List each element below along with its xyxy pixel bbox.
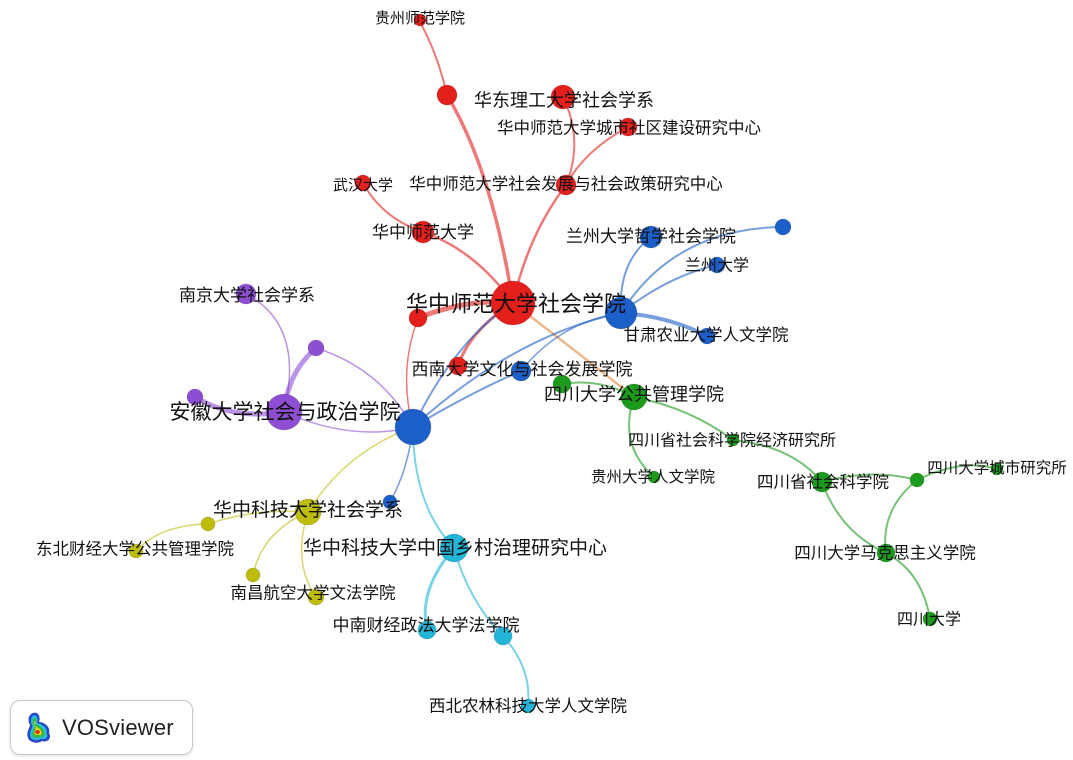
- network-node[interactable]: [382, 494, 398, 510]
- network-nodes: [128, 13, 1004, 714]
- network-node[interactable]: [436, 84, 458, 106]
- network-node[interactable]: [408, 308, 428, 328]
- network-node[interactable]: [413, 13, 427, 27]
- network-node[interactable]: [294, 498, 322, 526]
- network-node[interactable]: [922, 611, 938, 627]
- network-node[interactable]: [417, 620, 437, 640]
- network-link: [135, 523, 209, 552]
- node-label[interactable]: 华中师范大学城市社区建设研究中心: [497, 119, 761, 138]
- network-node[interactable]: [876, 543, 896, 563]
- network-node[interactable]: [394, 408, 432, 446]
- network-node[interactable]: [604, 296, 638, 330]
- network-node[interactable]: [235, 283, 257, 305]
- network-node[interactable]: [811, 471, 833, 493]
- network-node[interactable]: [490, 280, 536, 326]
- network-node[interactable]: [493, 626, 513, 646]
- node-label[interactable]: 四川省社会科学院: [757, 473, 889, 492]
- network-node[interactable]: [620, 383, 648, 411]
- node-label[interactable]: 四川大学: [897, 610, 961, 629]
- network-node[interactable]: [510, 360, 532, 382]
- network-node[interactable]: [550, 84, 576, 110]
- node-label[interactable]: 华东理工大学社会学系: [474, 91, 654, 112]
- network-node[interactable]: [618, 117, 638, 137]
- network-link: [445, 93, 515, 305]
- network-node[interactable]: [909, 472, 925, 488]
- node-label[interactable]: 南京大学社会学系: [179, 286, 315, 306]
- network-link: [916, 464, 998, 481]
- network-node[interactable]: [520, 698, 536, 714]
- node-label[interactable]: 贵州师范学院: [375, 9, 465, 27]
- network-node[interactable]: [552, 374, 572, 394]
- node-label[interactable]: 兰州大学哲学社会学院: [566, 227, 736, 247]
- network-node[interactable]: [186, 388, 204, 406]
- node-label[interactable]: 四川大学公共管理学院: [544, 385, 724, 406]
- node-label[interactable]: 四川大学城市研究所: [927, 459, 1067, 477]
- network-node[interactable]: [448, 356, 468, 376]
- network-labels: 贵州师范学院 华东理工大学社会学系 华中师范大学城市社区建设研究中心 武汉大学 …: [36, 9, 1067, 716]
- network-node[interactable]: [698, 327, 716, 345]
- node-label[interactable]: 华中师范大学社会发展与社会政策研究中心: [409, 175, 723, 194]
- network-node[interactable]: [439, 533, 469, 563]
- network-node[interactable]: [265, 393, 303, 431]
- network-link: [419, 21, 448, 96]
- node-label[interactable]: 东北财经大学公共管理学院: [36, 540, 234, 559]
- network-node[interactable]: [307, 588, 325, 606]
- vosviewer-logo-text: VOSviewer: [62, 714, 174, 740]
- vosviewer-logo-icon: [26, 712, 52, 744]
- network-link: [620, 226, 784, 314]
- network-node[interactable]: [647, 470, 661, 484]
- network-link: [821, 481, 887, 554]
- network-node[interactable]: [708, 256, 726, 274]
- network-link: [412, 426, 455, 549]
- network-node[interactable]: [990, 462, 1004, 476]
- node-label[interactable]: 西北农林科技大学人文学院: [429, 697, 627, 716]
- vosviewer-logo[interactable]: VOSviewer: [10, 700, 193, 755]
- node-label[interactable]: 甘肃农业大学人文学院: [624, 326, 789, 345]
- network-node[interactable]: [128, 543, 144, 559]
- node-label[interactable]: 华中科技大学社会学系: [213, 499, 403, 521]
- network-node[interactable]: [307, 339, 325, 357]
- node-label[interactable]: 中南财经政法大学法学院: [333, 616, 520, 636]
- node-label[interactable]: 华中师范大学: [372, 223, 474, 243]
- node-label[interactable]: 安徽大学社会与政治学院: [170, 400, 401, 424]
- node-label[interactable]: 华中科技大学中国乡村治理研究中心: [303, 537, 607, 559]
- network-node[interactable]: [555, 174, 577, 196]
- network-node[interactable]: [245, 567, 261, 583]
- network-node[interactable]: [726, 433, 740, 447]
- network-node[interactable]: [200, 516, 216, 532]
- network-node[interactable]: [774, 218, 792, 236]
- node-label[interactable]: 西南大学文化与社会发展学院: [412, 360, 633, 380]
- node-label[interactable]: 兰州大学: [685, 256, 749, 275]
- node-label[interactable]: 华中师范大学社会学院: [406, 293, 626, 318]
- network-node[interactable]: [639, 225, 663, 249]
- network-node[interactable]: [354, 174, 372, 192]
- node-label[interactable]: 南昌航空大学文法学院: [231, 584, 396, 603]
- node-label[interactable]: 四川大学马克思主义学院: [794, 544, 976, 563]
- node-label[interactable]: 武汉大学: [333, 176, 393, 194]
- node-label[interactable]: 四川省社会科学院经济研究所: [628, 431, 836, 450]
- network-node[interactable]: [411, 220, 435, 244]
- network-link: [884, 479, 918, 554]
- node-label[interactable]: 贵州大学人文学院: [591, 467, 715, 486]
- network-link: [502, 635, 530, 707]
